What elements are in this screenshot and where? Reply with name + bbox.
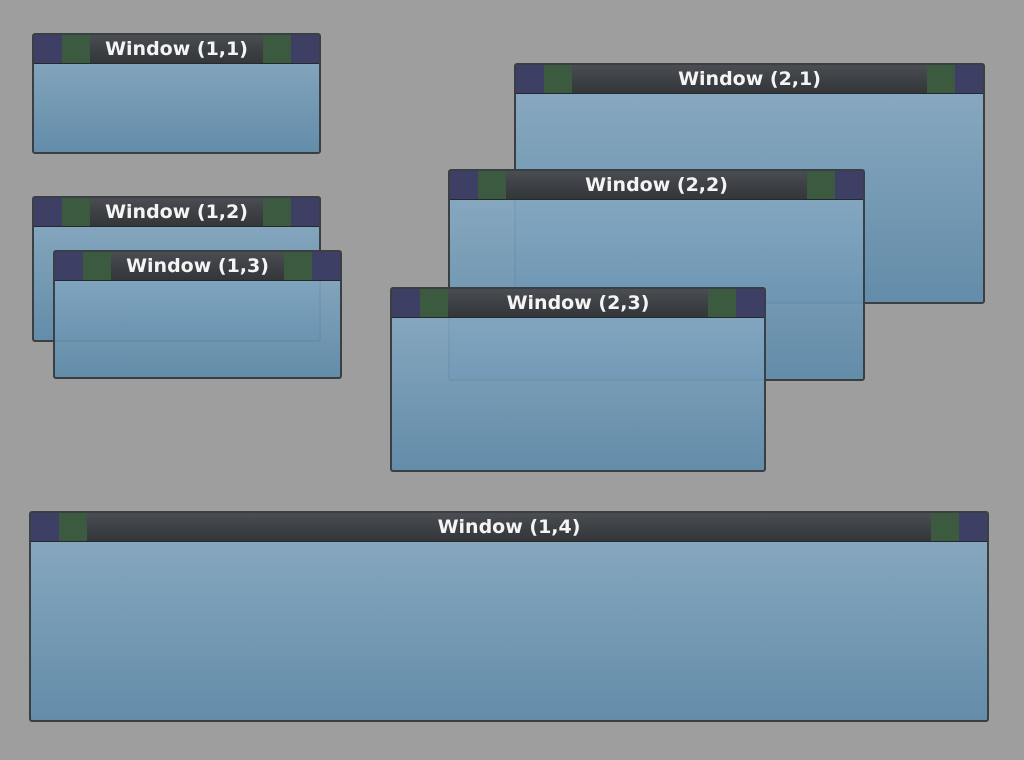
window-2-1-title: Window (2,1) bbox=[678, 68, 821, 90]
window-1-2-title: Window (1,2) bbox=[105, 201, 248, 223]
window-1-3-left-outer-handle[interactable] bbox=[55, 252, 83, 280]
window-2-1-right-outer-handle[interactable] bbox=[955, 65, 983, 93]
window-1-3-left-inner-handle[interactable] bbox=[83, 252, 111, 280]
window-1-4-right-inner-handle[interactable] bbox=[931, 513, 959, 541]
window-2-3[interactable]: Window (2,3) bbox=[390, 287, 766, 472]
window-1-2-right-inner-handle[interactable] bbox=[263, 198, 291, 226]
window-1-4[interactable]: Window (1,4) bbox=[29, 511, 989, 722]
window-2-2-titlebar[interactable]: Window (2,2) bbox=[450, 171, 863, 200]
window-1-1-right-inner-handle[interactable] bbox=[263, 35, 291, 63]
window-1-1-title: Window (1,1) bbox=[105, 38, 248, 60]
window-1-2-right-outer-handle[interactable] bbox=[291, 198, 319, 226]
window-1-3-title: Window (1,3) bbox=[126, 255, 269, 277]
window-2-1-left-inner-handle[interactable] bbox=[544, 65, 572, 93]
window-2-3-title: Window (2,3) bbox=[506, 292, 650, 314]
window-1-2-left-inner-handle[interactable] bbox=[62, 198, 90, 226]
window-1-3-right-inner-handle[interactable] bbox=[284, 252, 312, 280]
window-2-1-titlebar[interactable]: Window (2,1) bbox=[516, 65, 983, 94]
window-1-4-left-outer-handle[interactable] bbox=[31, 513, 59, 541]
window-2-3-right-outer-handle[interactable] bbox=[736, 289, 764, 317]
window-1-1-right-outer-handle[interactable] bbox=[291, 35, 319, 63]
window-1-1-left-outer-handle[interactable] bbox=[34, 35, 62, 63]
window-1-4-titlebar[interactable]: Window (1,4) bbox=[31, 513, 987, 542]
window-1-2-titlebar[interactable]: Window (1,2) bbox=[34, 198, 319, 227]
window-1-4-title: Window (1,4) bbox=[437, 516, 581, 538]
window-1-4-right-outer-handle[interactable] bbox=[959, 513, 987, 541]
window-1-3-titlebar[interactable]: Window (1,3) bbox=[55, 252, 340, 281]
window-2-2-left-inner-handle[interactable] bbox=[478, 171, 506, 199]
window-2-3-right-inner-handle[interactable] bbox=[708, 289, 736, 317]
window-1-2-left-outer-handle[interactable] bbox=[34, 198, 62, 226]
window-2-2-left-outer-handle[interactable] bbox=[450, 171, 478, 199]
window-2-1-left-outer-handle[interactable] bbox=[516, 65, 544, 93]
window-2-2-right-outer-handle[interactable] bbox=[835, 171, 863, 199]
window-2-1-right-inner-handle[interactable] bbox=[927, 65, 955, 93]
window-1-1-left-inner-handle[interactable] bbox=[62, 35, 90, 63]
window-1-4-left-inner-handle[interactable] bbox=[59, 513, 87, 541]
window-2-3-titlebar[interactable]: Window (2,3) bbox=[392, 289, 764, 318]
window-2-3-left-outer-handle[interactable] bbox=[392, 289, 420, 317]
window-2-2-title: Window (2,2) bbox=[585, 174, 728, 196]
window-2-3-left-inner-handle[interactable] bbox=[420, 289, 448, 317]
window-1-1[interactable]: Window (1,1) bbox=[32, 33, 321, 154]
window-1-1-titlebar[interactable]: Window (1,1) bbox=[34, 35, 319, 64]
window-1-3[interactable]: Window (1,3) bbox=[53, 250, 342, 379]
window-1-3-right-outer-handle[interactable] bbox=[312, 252, 340, 280]
window-2-2-right-inner-handle[interactable] bbox=[807, 171, 835, 199]
